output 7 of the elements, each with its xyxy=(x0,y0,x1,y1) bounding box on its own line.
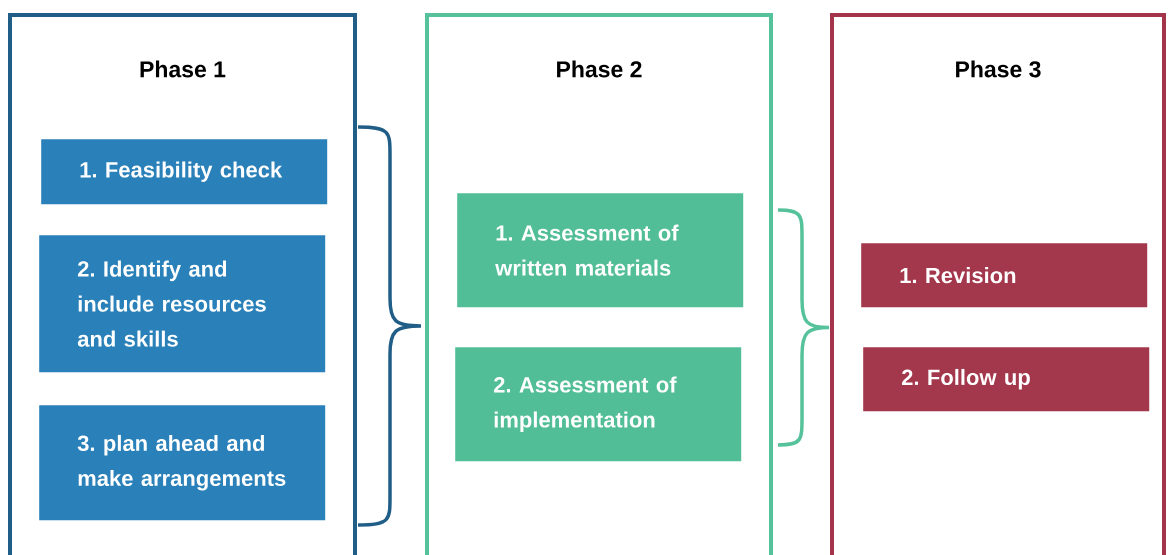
step-box: 1. Assessment of written materials xyxy=(457,193,744,308)
step-box: 1. Feasibility check xyxy=(41,139,328,205)
step-box: 2. Assessment of implementation xyxy=(455,347,742,462)
step-box: 3. plan ahead and make arrangements xyxy=(39,405,326,521)
step-box: 1. Revision xyxy=(861,243,1148,308)
step-box: 2. Follow up xyxy=(863,347,1150,412)
step-box: 2. Identify and include resources and skills xyxy=(39,235,326,373)
